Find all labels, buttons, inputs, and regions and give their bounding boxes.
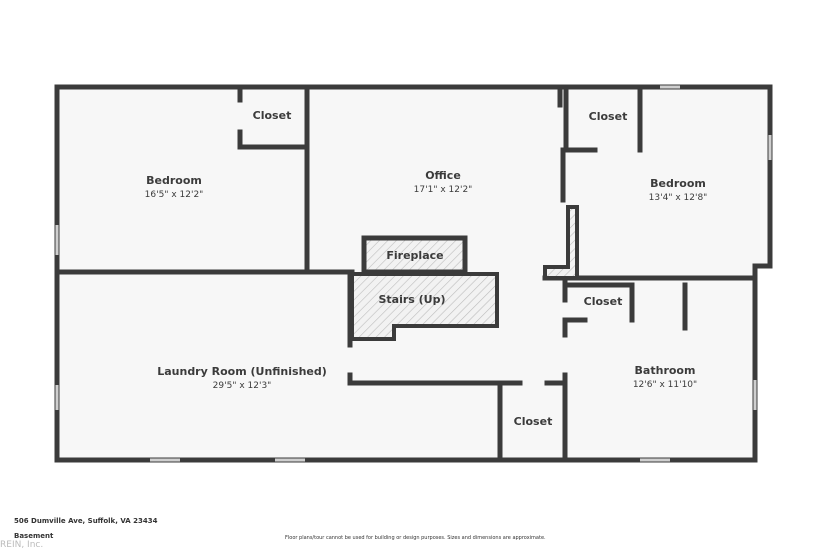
room-name-bedroom-right: Bedroom: [650, 177, 706, 190]
closet-label: Closet: [253, 109, 292, 122]
closet-label: Closet: [584, 295, 623, 308]
stairs[interactable]: [350, 272, 499, 341]
room-dims-office: 17'1" x 12'2": [414, 185, 473, 195]
room-name-bedroom-left: Bedroom: [146, 174, 202, 187]
closet-label: Closet: [514, 415, 553, 428]
room-dims-laundry: 29'5" x 12'3": [213, 381, 272, 391]
room-dims-bedroom-right: 13'4" x 12'8": [649, 193, 708, 203]
room-name-bathroom: Bathroom: [635, 364, 696, 377]
fireplace-label: Fireplace: [386, 249, 443, 262]
room-dims-bedroom-left: 16'5" x 12'2": [145, 190, 204, 200]
room-dims-bathroom: 12'6" x 11'10": [633, 380, 697, 390]
stairs-label: Stairs (Up): [378, 293, 445, 306]
floor-label: Basement: [14, 532, 54, 540]
support-column: [543, 205, 579, 280]
outer-wall: [54, 84, 773, 463]
disclaimer: Floor plans/tour cannot be used for buil…: [285, 535, 546, 541]
watermark: REIN, Inc.: [0, 540, 44, 550]
fireplace: [361, 235, 468, 275]
room-name-laundry: Laundry Room (Unfinished): [157, 365, 327, 378]
windows: [55, 85, 772, 462]
interior-walls: [54, 84, 758, 463]
property-address: 506 Dumville Ave, Suffolk, VA 23434: [14, 517, 158, 525]
closet-label: Closet: [589, 110, 628, 123]
room-name-office: Office: [425, 169, 461, 182]
